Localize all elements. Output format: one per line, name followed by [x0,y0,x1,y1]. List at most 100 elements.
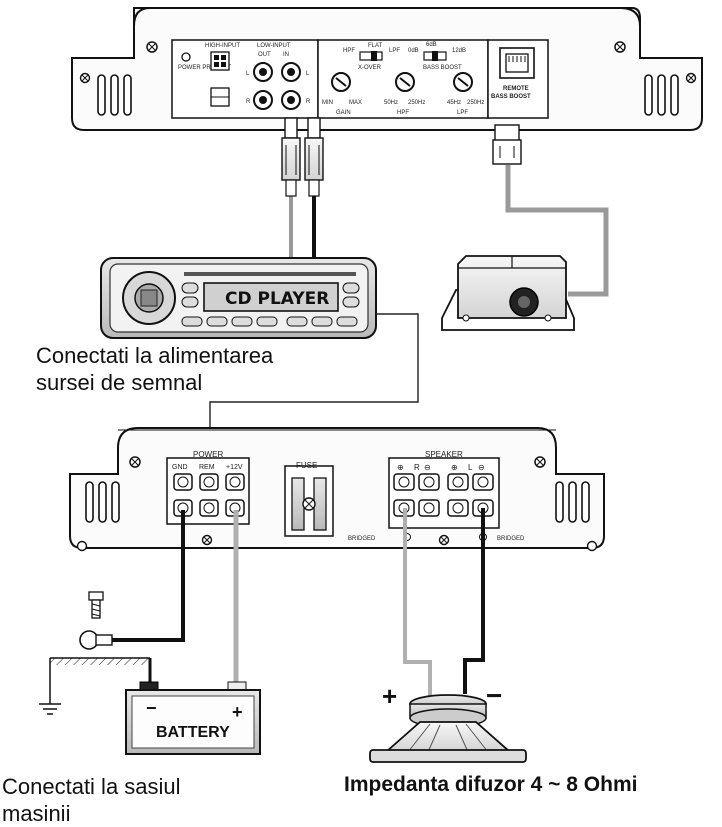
bass-boost-label: BASS BOOST [423,65,462,71]
screw-icon [146,41,158,53]
ground-wire [108,510,185,642]
remote-cable [492,124,609,297]
hpf-max-label: 250Hz [408,100,425,106]
gain-min-label: MIN [322,100,333,106]
rca-out-r-jack[interactable] [253,90,273,110]
hpf-knob[interactable] [395,72,415,92]
hpf-switch-label: HPF [343,48,355,54]
battery-minus-label: − [146,698,157,718]
cd-button[interactable] [342,282,360,294]
speaker-plus-wire [403,508,432,696]
amplifier-top: POWER PROTECT HIGH-INPUT LOW-INPUT OUT I… [71,7,703,131]
cd-preset-buttons[interactable] [181,316,358,327]
gnd-label: GND [172,464,188,471]
lpf-knob[interactable] [453,72,473,92]
speaker-terminals[interactable] [393,473,494,517]
bass-boost-switch[interactable] [423,51,447,61]
cd-player: CD PLAYER [100,257,377,339]
chassis-caption: Conectati la sasiul masinii [2,774,181,826]
cd-display [203,282,339,312]
power-protect-label: POWER PROTECT [178,65,231,71]
remote-bass-knob[interactable] [441,255,575,331]
cd-volume-knob[interactable] [122,271,176,325]
speaker-r-minus: ⊖ [424,463,431,472]
lpf-max-label: 250Hz [467,100,484,106]
speaker-minus-wire [463,508,485,694]
speaker-r-plus: ⊕ [397,463,404,472]
vent-slots-left [97,74,132,116]
screw-icon [129,456,141,468]
battery-plus-label: + [232,702,243,722]
remote-bass-boost-label: BASS BOOST [491,94,531,100]
rca-in-l-jack[interactable] [281,62,301,82]
remote-bass-boost-jack[interactable] [499,47,535,79]
xover-switch[interactable] [359,51,383,61]
high-input-label: HIGH-INPUT [205,43,240,49]
chassis-ground-icon [39,657,152,715]
gain-knob[interactable] [331,72,351,92]
v12-label: +12V [226,464,243,471]
vent-slots-right [555,481,590,523]
lpf-min-label: 45Hz [447,100,461,106]
high-input-connector[interactable] [210,51,230,107]
rca-r-label-left: R [246,99,251,105]
rca-out-l-jack[interactable] [253,62,273,82]
screw-icon [614,41,626,53]
screw-icon [438,534,450,546]
bass-boost-12db-label: 12dB [452,48,466,54]
rca-in-r-jack[interactable] [281,90,301,110]
low-input-label: LOW-INPUT [257,43,291,49]
source-power-caption: Conectati la alimentarea sursei de semna… [36,343,274,395]
hpf-knob-label: HPF [397,110,409,116]
screw-icon [79,72,91,84]
cd-button[interactable] [181,282,199,294]
speaker-minus-label: − [486,680,502,711]
speaker-terminal-label: SPEAKER [425,450,463,459]
screw-icon [534,456,546,468]
remote-plug [492,124,522,165]
cd-button[interactable] [342,296,360,308]
battery: − + BATTERY [125,681,261,755]
screw-icon [201,534,213,546]
xover-label: X-OVER [358,65,382,71]
flat-switch-label: FLAT [368,43,383,49]
cd-button[interactable] [181,296,199,308]
low-input-out-label: OUT [258,52,271,58]
screw-icon [685,72,697,84]
cd-player-label: CD PLAYER [225,289,329,309]
low-input-in-label: IN [283,52,289,58]
bridged-right-label: BRIDGED [497,536,525,542]
amplifier-bottom: POWER GND REM +12V FUSE SPEAKER ⊕ R ⊖ ⊕ … [69,427,605,552]
bass-boost-6db-label: 6dB [426,42,437,48]
hpf-min-label: 50Hz [384,100,398,106]
gain-label: GAIN [336,110,351,116]
speaker-l-minus: ⊖ [478,463,485,472]
fuse-label: FUSE [296,461,317,470]
rca-r-label-right: R [306,99,311,105]
rca-cables [281,117,324,258]
remote-turn-on-wire [209,313,419,455]
bass-boost-0db-label: 0dB [408,48,419,54]
lpf-switch-label: LPF [389,48,400,54]
screw-icon [586,540,598,552]
speaker-l-label: L [468,463,473,472]
bridged-left-label: BRIDGED [348,536,376,542]
power-protect-led: POWER PROTECT [178,52,231,71]
rca-plug-left [281,117,301,197]
rca-l-label-left: L [246,71,250,77]
rca-plug-right [304,117,324,197]
remote-label: REMOTE [503,86,529,92]
speaker-impedance-caption: Impedanta difuzor 4 ~ 8 Ohmi [344,773,638,796]
gain-max-label: MAX [349,100,362,106]
rem-terminal[interactable] [199,473,219,517]
battery-label: BATTERY [156,724,230,741]
power-label: POWER [193,450,223,459]
lpf-knob-label: LPF [457,110,468,116]
speaker-r-label: R [414,463,420,472]
gnd-terminal[interactable] [173,473,193,517]
rem-label: REM [199,464,215,471]
fuse-icon[interactable] [291,477,327,531]
rca-l-label-right: L [306,71,310,77]
vent-slots-left [85,481,120,523]
